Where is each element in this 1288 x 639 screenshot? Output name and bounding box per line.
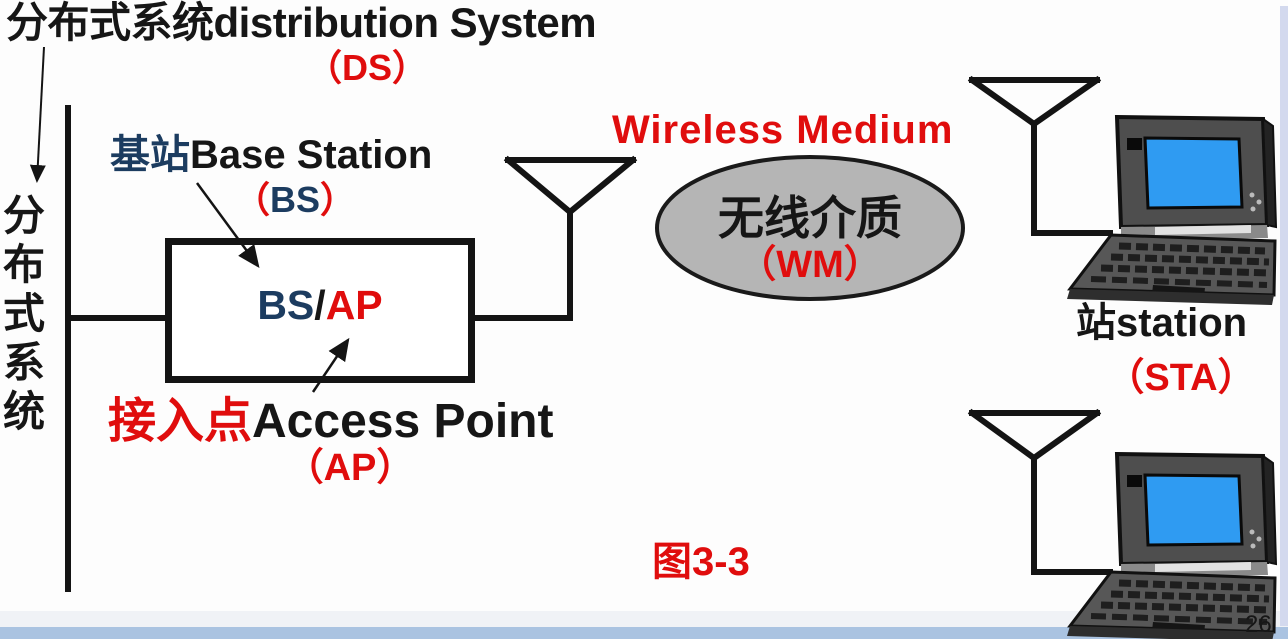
bs-abbr-paren-close: ）	[320, 179, 357, 220]
ap-abbr: （AP）	[285, 447, 415, 489]
bottom-band-light	[0, 611, 1288, 627]
bs-ap-box-label: BS/AP	[168, 282, 472, 328]
ds-title: 分布式系统distribution System	[6, 0, 597, 46]
laptop-icon	[1067, 117, 1276, 305]
base-station-cn: 基站	[110, 133, 190, 177]
wireless-medium-cn-label: 无线介质	[718, 192, 902, 244]
ds-pointer-arrow-icon	[29, 46, 46, 183]
wireless-medium-title: Wireless Medium	[612, 108, 954, 152]
ds-side-label: 分布式系统	[2, 192, 45, 435]
base-station-label: 基站Base Station	[110, 134, 432, 176]
station-label: 站station	[1076, 302, 1247, 344]
bottom-band-blue	[0, 627, 1288, 639]
bs-abbr-text: BS	[270, 179, 321, 220]
base-station-en: Base Station	[190, 133, 433, 177]
antenna-icon	[468, 155, 638, 321]
ds-title-en: distribution System	[213, 0, 597, 46]
bs-ap-bs: BS	[257, 282, 315, 328]
bs-ap-ap: AP	[325, 282, 383, 328]
access-point-cn: 接入点	[108, 395, 253, 448]
bs-pointer-arrow-icon	[195, 182, 260, 269]
figure-caption: 图3-3	[652, 540, 750, 584]
bs-ap-slash: /	[314, 282, 326, 328]
sta-abbr: （STA）	[1106, 357, 1256, 399]
access-point-en: Access Point	[252, 395, 554, 448]
page-number: 26	[1245, 611, 1272, 638]
ds-abbr: （DS）	[306, 47, 429, 88]
ds-title-cn: 分布式系统	[6, 0, 214, 46]
antenna-icon	[967, 408, 1113, 575]
station-en: station	[1116, 301, 1248, 345]
wm-abbr: （WM）	[738, 244, 882, 286]
bs-abbr: （BS）	[234, 181, 356, 219]
station-cn: 站	[1076, 301, 1116, 345]
wireless-medium-ellipse	[655, 155, 965, 301]
bs-abbr-paren-open: （	[234, 179, 271, 220]
right-edge-strip	[1280, 6, 1288, 626]
access-point-label: 接入点Access Point	[108, 395, 554, 448]
ap-pointer-arrow-icon	[311, 337, 350, 393]
antenna-icon	[967, 75, 1113, 236]
